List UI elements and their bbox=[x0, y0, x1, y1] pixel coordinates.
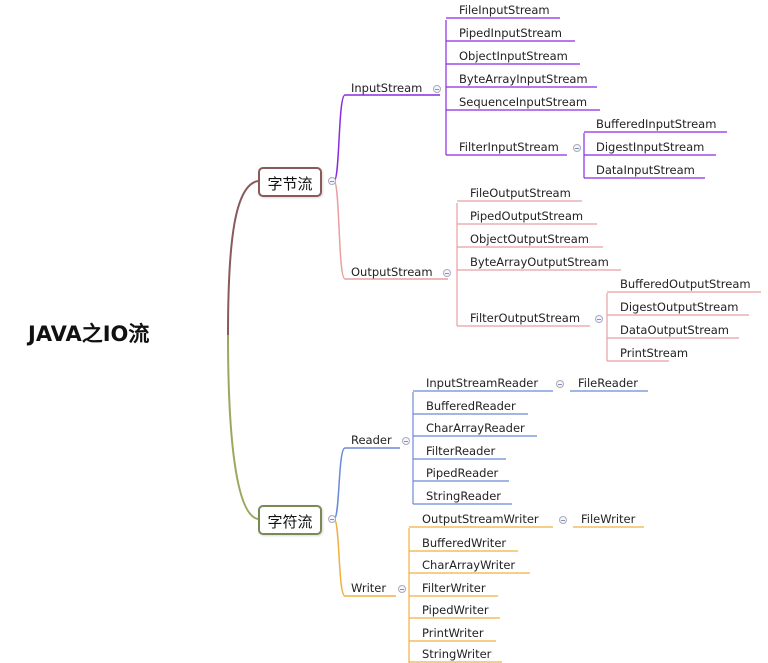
byte-to-inputstream-link bbox=[333, 94, 440, 182]
filteroutputstream-node[interactable]: FilterOutputStream bbox=[470, 311, 581, 325]
inputstreamreader-node[interactable]: InputStreamReader bbox=[426, 376, 539, 390]
list-item[interactable]: FileInputStream bbox=[459, 3, 550, 17]
list-item[interactable]: SequenceInputStream bbox=[459, 95, 588, 109]
filterinputstream-node[interactable]: FilterInputStream bbox=[459, 140, 559, 154]
char-to-reader-link bbox=[333, 447, 400, 520]
collapse-toggle-icon[interactable] bbox=[402, 437, 410, 445]
list-item[interactable]: FileReader bbox=[578, 376, 638, 390]
writer-branches bbox=[408, 526, 644, 663]
list-item[interactable]: PrintWriter bbox=[422, 626, 484, 640]
collapse-toggle-icon[interactable] bbox=[559, 516, 567, 524]
inputstream-node[interactable]: InputStream bbox=[351, 81, 423, 95]
list-item[interactable]: CharArrayWriter bbox=[422, 558, 516, 572]
list-item[interactable]: FilterReader bbox=[426, 444, 496, 458]
collapse-toggle-icon[interactable] bbox=[398, 585, 406, 593]
list-item[interactable]: StringWriter bbox=[422, 647, 492, 661]
byte-stream-node[interactable]: 字节流 bbox=[258, 167, 322, 197]
outputstreamwriter-node[interactable]: OutputStreamWriter bbox=[422, 512, 539, 526]
list-item[interactable]: PrintStream bbox=[620, 346, 689, 360]
list-item[interactable]: BufferedWriter bbox=[422, 536, 507, 550]
list-item[interactable]: ObjectOutputStream bbox=[470, 232, 590, 246]
root-to-byte-stream-link bbox=[227, 180, 259, 336]
list-item[interactable]: ObjectInputStream bbox=[459, 49, 568, 63]
list-item[interactable]: FileWriter bbox=[581, 512, 636, 526]
reader-node[interactable]: Reader bbox=[351, 433, 392, 447]
list-item[interactable]: ByteArrayInputStream bbox=[459, 72, 588, 86]
collapse-toggle-icon[interactable] bbox=[433, 85, 441, 93]
collapse-toggle-icon[interactable] bbox=[328, 177, 336, 185]
list-item[interactable]: BufferedOutputStream bbox=[620, 277, 751, 291]
collapse-toggle-icon[interactable] bbox=[328, 515, 336, 523]
byte-to-outputstream-link bbox=[333, 180, 448, 280]
root-topic: JAVA之IO流 bbox=[28, 322, 150, 346]
list-item[interactable]: PipedInputStream bbox=[459, 26, 562, 40]
inputstream-branches bbox=[445, 17, 727, 179]
writer-node[interactable]: Writer bbox=[351, 581, 387, 595]
root-to-char-stream-link bbox=[227, 334, 259, 520]
collapse-toggle-icon[interactable] bbox=[556, 380, 564, 388]
outputstream-node[interactable]: OutputStream bbox=[351, 265, 433, 279]
reader-branches bbox=[412, 390, 648, 505]
list-item[interactable]: PipedOutputStream bbox=[470, 209, 584, 223]
list-item[interactable]: StringReader bbox=[426, 489, 502, 503]
list-item[interactable]: CharArrayReader bbox=[426, 421, 525, 435]
list-item[interactable]: DataInputStream bbox=[596, 163, 695, 177]
collapse-toggle-icon[interactable] bbox=[595, 315, 603, 323]
list-item[interactable]: DigestOutputStream bbox=[620, 300, 739, 314]
list-item[interactable]: PipedWriter bbox=[422, 603, 489, 617]
list-item[interactable]: DataOutputStream bbox=[620, 323, 730, 337]
char-stream-node[interactable]: 字符流 bbox=[258, 505, 322, 535]
list-item[interactable]: FileOutputStream bbox=[470, 186, 571, 200]
list-item[interactable]: PipedReader bbox=[426, 466, 499, 480]
collapse-toggle-icon[interactable] bbox=[573, 144, 581, 152]
list-item[interactable]: ByteArrayOutputStream bbox=[470, 255, 609, 269]
list-item[interactable]: DigestInputStream bbox=[596, 140, 705, 154]
list-item[interactable]: BufferedInputStream bbox=[596, 117, 717, 131]
list-item[interactable]: FilterWriter bbox=[422, 581, 486, 595]
char-to-writer-link bbox=[333, 518, 396, 597]
outputstream-branches bbox=[456, 200, 761, 362]
list-item[interactable]: BufferedReader bbox=[426, 399, 516, 413]
collapse-toggle-icon[interactable] bbox=[443, 269, 451, 277]
